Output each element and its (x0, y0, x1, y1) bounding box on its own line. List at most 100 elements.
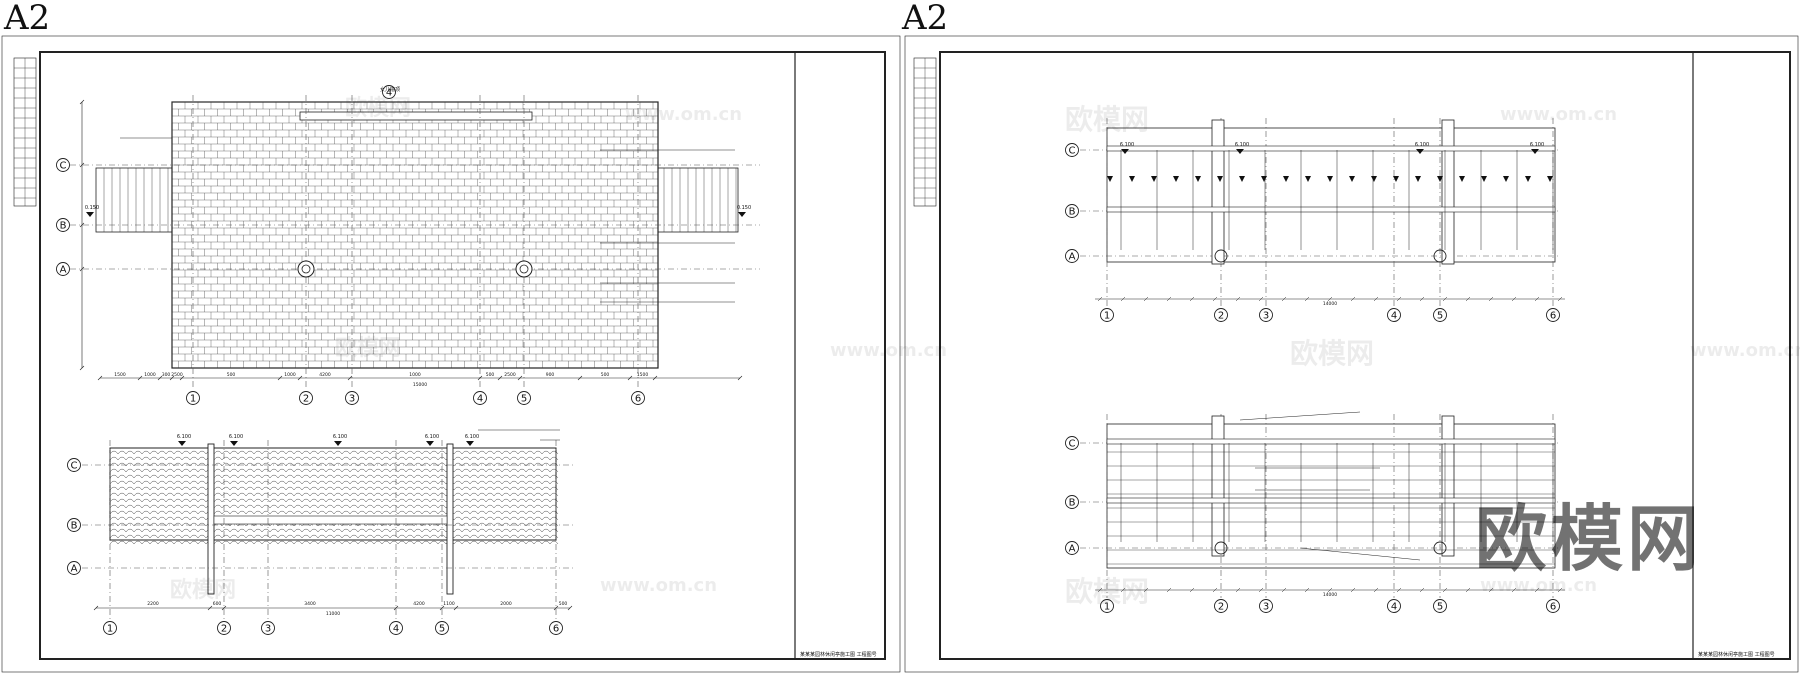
plan-dim-tick-0 (97, 375, 103, 381)
frame-bottom-beam-0 (1106, 438, 1556, 445)
roof-tile (269, 534, 279, 539)
roof-tile (253, 504, 263, 509)
roof-tile (453, 450, 463, 455)
roof-tile (189, 510, 199, 515)
roof-tile (365, 474, 375, 479)
roof-tile (397, 492, 407, 497)
roof-tile (501, 540, 511, 545)
roof-tile (141, 474, 151, 479)
roof-tile (341, 528, 351, 533)
roof-row-bubble-B-label: B (71, 521, 78, 532)
roof-tile (293, 456, 303, 461)
roof-tile (165, 450, 175, 455)
roof-tile (485, 468, 495, 473)
roof-tile (453, 498, 463, 503)
roof-tile (413, 510, 423, 515)
roof-dim-text-1: 600 (213, 601, 222, 607)
roof-tile (261, 534, 271, 539)
roof-tile (325, 480, 335, 485)
roof-tile (221, 504, 231, 509)
plan-dim-text-8: 500 (486, 372, 495, 378)
roof-tile (117, 462, 127, 467)
roof-tile (197, 504, 207, 509)
roof-tile (461, 522, 471, 527)
roof-level-1-text: 6.100 (229, 434, 243, 440)
frame-top-row-bubble-C-circle (1065, 143, 1079, 157)
plan-level-left-triangle (86, 212, 94, 217)
roof-tile (493, 480, 503, 485)
roof-tile (325, 504, 335, 509)
roof-tile (349, 492, 359, 497)
roof-tile (453, 468, 463, 473)
roof-tile (149, 534, 159, 539)
plan-wing-right (657, 167, 739, 233)
roof-tile (229, 528, 239, 533)
roof-tile (173, 498, 183, 503)
roof-tile (533, 528, 543, 533)
roof-tile (245, 504, 255, 509)
roof-tile (301, 480, 311, 485)
frame-bottom-row-bubble-A-label: A (1069, 544, 1076, 555)
roof-tile (501, 528, 511, 533)
frame-top-dim-tick (1419, 296, 1425, 302)
roof-tile (149, 474, 159, 479)
watermark-url-2: www.om.cn (830, 340, 948, 361)
roof-tile (141, 492, 151, 497)
roof-tile (229, 498, 239, 503)
roof-tile (141, 540, 151, 545)
frame-top-dim-tick (1465, 296, 1471, 302)
plan-round-column-0 (297, 260, 315, 278)
roof-tile (133, 516, 143, 521)
roof-tile (157, 462, 167, 467)
roof-tile (341, 456, 351, 461)
roof-tile (173, 468, 183, 473)
roof-tile (413, 528, 423, 533)
roof-tile (421, 456, 431, 461)
frame-top-col-bubble-5-circle (1433, 308, 1447, 322)
roof-dim-tick-1 (207, 605, 213, 611)
frame-top-row-bubble-B-label: B (1069, 207, 1076, 218)
plan-dim-text-11: 500 (601, 372, 610, 378)
plan-vdim-tick-0 (79, 99, 85, 105)
roof-tile (117, 486, 127, 491)
roof-tile (509, 510, 519, 515)
plan-col-bubble-1-circle (186, 391, 200, 405)
plan-row-bubble-B-circle (56, 218, 70, 232)
roof-tile (333, 474, 343, 479)
frame-top-level-2-triangle (1416, 149, 1424, 154)
roof-tile (189, 528, 199, 533)
roof-tile (261, 474, 271, 479)
roof-tile (365, 450, 375, 455)
roof-tile (261, 450, 271, 455)
roof-dim-tick-7 (567, 605, 573, 611)
roof-tile (501, 486, 511, 491)
roof-tile (237, 456, 247, 461)
roof-tile (221, 474, 231, 479)
plan-col-bubble-3-label: 3 (349, 394, 355, 405)
frame-top-level-mark (1503, 176, 1509, 182)
roof-tile (477, 492, 487, 497)
roof-tile (541, 450, 551, 455)
roof-tile (525, 450, 535, 455)
roof-tile (189, 504, 199, 509)
roof-tile (509, 450, 519, 455)
roof-tile (237, 462, 247, 467)
roof-tile (493, 534, 503, 539)
roof-tile (325, 462, 335, 467)
roof-tile (309, 480, 319, 485)
roof-tile (453, 510, 463, 515)
roof-tile (381, 492, 391, 497)
roof-tile (165, 474, 175, 479)
frame-top-dim-tick (1534, 296, 1540, 302)
roof-tile (349, 504, 359, 509)
roof-tile (341, 468, 351, 473)
roof-tile (181, 510, 191, 515)
roof-tile (509, 498, 519, 503)
roof-tile (357, 468, 367, 473)
roof-tile (197, 468, 207, 473)
frame-top-row-bubble-A-label: A (1069, 252, 1076, 263)
plan-wing-left (95, 167, 173, 233)
roof-tile (525, 468, 535, 473)
roof-col-bubble-2-circle (217, 621, 231, 635)
roof-tile (357, 528, 367, 533)
